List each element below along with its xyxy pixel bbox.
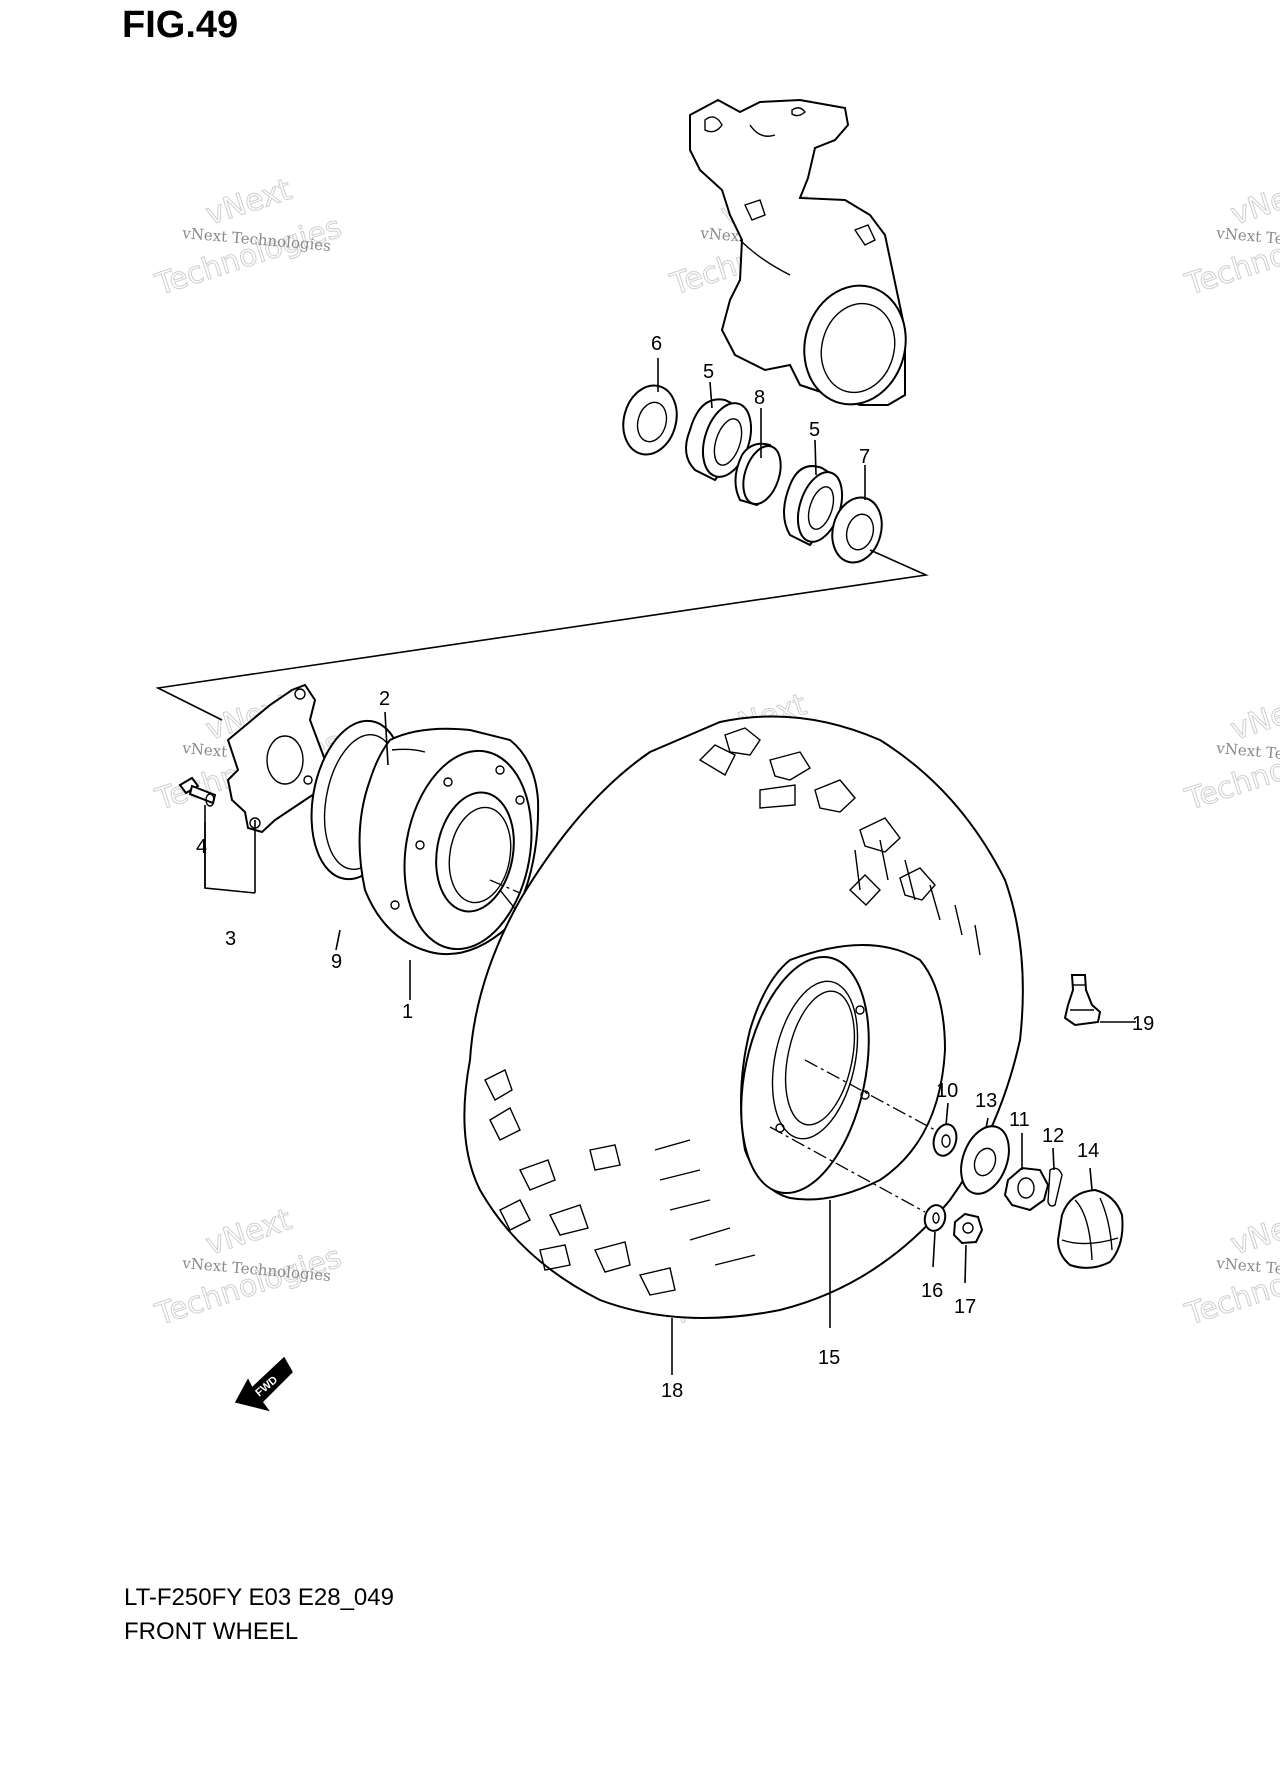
rim-15 — [740, 944, 947, 1201]
brake-hub-flange — [226, 683, 327, 834]
castle-nut-11 — [1003, 1166, 1050, 1212]
watermark-mid-right: vNext Technologies vNext Technologies — [1180, 687, 1280, 819]
callout-6: 6 — [651, 333, 662, 355]
callout-14: 14 — [1077, 1140, 1099, 1162]
callout-3: 3 — [225, 928, 236, 950]
callout-4: 4 — [196, 836, 207, 858]
washer-13 — [960, 1125, 1010, 1195]
watermark-big-bottom: Technologies — [1181, 210, 1280, 303]
watermark-big-bottom: Technologies — [151, 210, 346, 303]
callout-labels: 6 5 8 5 7 2 4 3 9 1 10 13 11 12 14 19 16… — [196, 333, 1154, 1402]
watermark-big-top: vNext — [1227, 172, 1280, 232]
callout-16: 16 — [921, 1280, 943, 1302]
spacer-8 — [734, 442, 782, 507]
assembly-reference-line — [155, 549, 929, 721]
callout-10: 10 — [936, 1080, 958, 1102]
watermark-big-bottom: Technologies — [1181, 1240, 1280, 1333]
callout-7: 7 — [859, 446, 870, 468]
steering-knuckle — [689, 98, 907, 406]
valve-stem-19 — [1063, 974, 1102, 1027]
rim-lower-centerline — [769, 1126, 926, 1213]
bolt-4 — [178, 776, 217, 807]
oil-seal-6 — [622, 384, 678, 456]
wheel-hub-1 — [358, 727, 540, 956]
watermark-big-top: vNext — [1227, 1202, 1280, 1262]
watermark-big-top: vNext — [202, 1202, 296, 1262]
nut-17 — [952, 1212, 984, 1245]
bearing-5-upper — [685, 398, 752, 482]
watermark-bottom-left: vNext Technologies vNext Technologies — [150, 1202, 346, 1334]
washer-10 — [932, 1123, 958, 1157]
callout-19: 19 — [1132, 1013, 1154, 1035]
callout-11: 11 — [1009, 1109, 1030, 1131]
callout-13: 13 — [975, 1090, 997, 1112]
watermark-big-top: vNext — [1227, 687, 1280, 747]
leader-lines — [204, 358, 1136, 1375]
callout-18: 18 — [661, 1380, 683, 1402]
callout-1: 1 — [402, 1001, 413, 1023]
callout-5-lower: 5 — [809, 419, 820, 441]
section-title: FRONT WHEEL — [124, 1618, 299, 1645]
callout-15: 15 — [818, 1347, 840, 1369]
model-code: LT-F250FY E03 E28_049 — [124, 1584, 394, 1611]
fwd-arrow-icon: FWD — [234, 1356, 293, 1412]
watermark-big-top: vNext — [202, 172, 296, 232]
callout-12: 12 — [1042, 1125, 1064, 1147]
watermark-top-left: vNext Technologies vNext Technologies — [150, 172, 346, 304]
watermark-big-bottom: Technologies — [1181, 725, 1280, 818]
callout-8: 8 — [754, 387, 765, 409]
cotter-pin-12 — [1047, 1167, 1063, 1207]
callout-17: 17 — [954, 1296, 976, 1318]
watermark-bottom-right: vNext Technologies vNext Technologies — [1180, 1202, 1280, 1334]
bearing-5-lower — [783, 465, 844, 547]
watermark-big-bottom: Technologies — [151, 1240, 346, 1333]
callout-5-upper: 5 — [703, 361, 714, 383]
watermark-top-right: vNext Technologies vNext Technologies — [1180, 172, 1280, 304]
callout-9: 9 — [331, 951, 342, 973]
hub-centerline — [489, 879, 521, 894]
hub-cap-14 — [1056, 1188, 1124, 1269]
callout-2: 2 — [379, 688, 390, 710]
figure-title: FIG.49 — [122, 4, 239, 46]
washer-16 — [923, 1204, 947, 1232]
